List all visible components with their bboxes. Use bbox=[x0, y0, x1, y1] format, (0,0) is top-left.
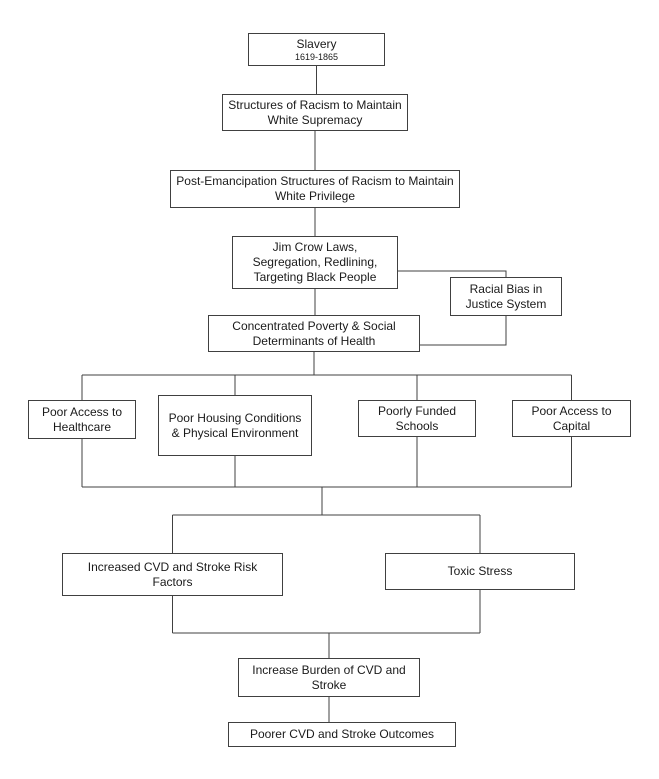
edge-risk-stress-join bbox=[172, 590, 481, 658]
node-poor-housing-conditions-label: Poor Housing Conditions & Physical Envir… bbox=[168, 410, 302, 440]
node-poor-access-capital-label: Poor Access to Capital bbox=[531, 403, 612, 433]
node-increased-cvd-stroke-risk-label: Increased CVD and Stroke Risk Factors bbox=[87, 559, 258, 589]
node-poor-access-healthcare: Poor Access to Healthcare bbox=[28, 400, 136, 439]
edge-jimcrow-racialbias bbox=[398, 270, 507, 277]
edge-poverty-fanout bbox=[81, 352, 572, 400]
edge-factors-join bbox=[81, 437, 572, 553]
node-increase-burden-cvd-stroke-label: Increase Burden of CVD and Stroke bbox=[252, 662, 406, 692]
node-post-emancipation-structures: Post-Emancipation Structures of Racism t… bbox=[170, 170, 460, 208]
node-jim-crow-laws-label: Jim Crow Laws, Segregation, Redlining, T… bbox=[252, 240, 378, 284]
node-increase-burden-cvd-stroke: Increase Burden of CVD and Stroke bbox=[238, 658, 420, 697]
node-toxic-stress-label: Toxic Stress bbox=[447, 564, 513, 578]
node-increased-cvd-stroke-risk: Increased CVD and Stroke Risk Factors bbox=[62, 553, 283, 596]
node-slavery: Slavery 1619-1865 bbox=[248, 33, 385, 66]
node-slavery-dates: 1619-1865 bbox=[294, 51, 339, 62]
node-racial-bias-justice-system: Racial Bias in Justice System bbox=[450, 277, 562, 316]
node-racial-bias-justice-system-label: Racial Bias in Justice System bbox=[465, 281, 547, 311]
node-poorly-funded-schools: Poorly Funded Schools bbox=[358, 400, 476, 437]
node-poorly-funded-schools-label: Poorly Funded Schools bbox=[377, 403, 457, 433]
node-poor-housing-conditions: Poor Housing Conditions & Physical Envir… bbox=[158, 395, 312, 456]
node-poor-access-healthcare-label: Poor Access to Healthcare bbox=[41, 404, 123, 434]
node-poorer-cvd-stroke-outcomes: Poorer CVD and Stroke Outcomes bbox=[228, 722, 456, 747]
node-poor-access-capital: Poor Access to Capital bbox=[512, 400, 631, 437]
node-poorer-cvd-stroke-outcomes-label: Poorer CVD and Stroke Outcomes bbox=[249, 727, 435, 741]
node-jim-crow-laws: Jim Crow Laws, Segregation, Redlining, T… bbox=[232, 236, 398, 289]
node-concentrated-poverty-label: Concentrated Poverty & Social Determinan… bbox=[232, 318, 396, 348]
node-structures-of-racism-label: Structures of Racism to Maintain White S… bbox=[228, 97, 402, 127]
node-concentrated-poverty: Concentrated Poverty & Social Determinan… bbox=[208, 315, 420, 352]
edge-racialbias-poverty bbox=[420, 316, 507, 346]
node-post-emancipation-structures-label: Post-Emancipation Structures of Racism t… bbox=[176, 174, 454, 203]
node-toxic-stress: Toxic Stress bbox=[385, 553, 575, 590]
node-slavery-label: Slavery bbox=[296, 36, 337, 51]
node-structures-of-racism: Structures of Racism to Maintain White S… bbox=[222, 94, 408, 131]
